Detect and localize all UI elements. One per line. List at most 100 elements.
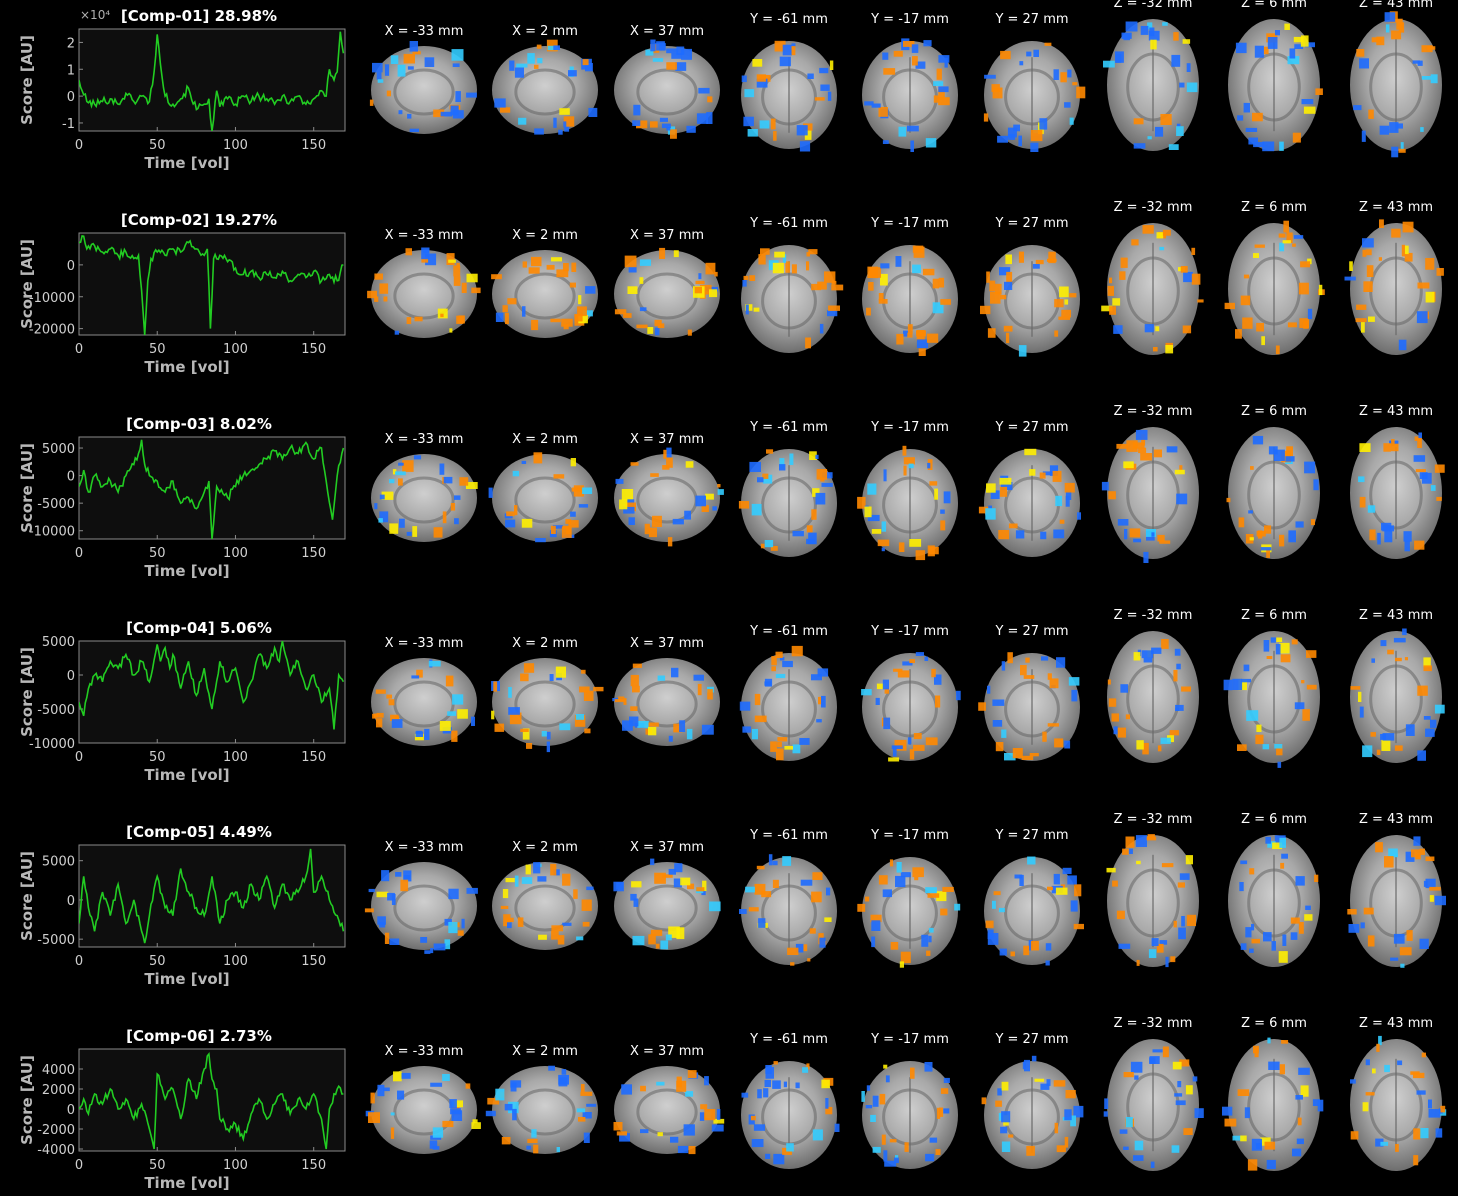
- activation-blob: [820, 477, 825, 482]
- activation-blob: [757, 1089, 762, 1099]
- activation-blob: [668, 868, 676, 875]
- activation-blob: [763, 1088, 769, 1098]
- activation-blob: [526, 1145, 532, 1150]
- activation-blob: [1007, 127, 1017, 138]
- activation-blob: [628, 265, 637, 273]
- activation-blob: [1142, 225, 1154, 234]
- y-axis-label: Score [AU]: [18, 443, 36, 533]
- activation-blob: [510, 1082, 517, 1092]
- y-tick-label: -10000: [29, 291, 75, 306]
- activation-blob: [1429, 886, 1441, 891]
- activation-blob: [1047, 723, 1059, 727]
- activation-blob: [439, 463, 445, 475]
- activation-blob: [1387, 649, 1394, 655]
- activation-blob: [883, 469, 887, 482]
- activation-blob: [936, 68, 942, 80]
- activation-blob: [1256, 724, 1262, 732]
- activation-blob: [1272, 842, 1283, 850]
- activation-blob: [671, 53, 682, 59]
- activation-blob: [656, 41, 665, 51]
- series-line: [79, 31, 345, 131]
- activation-blob: [553, 45, 560, 50]
- activation-blob: [553, 474, 565, 479]
- activation-blob: [557, 935, 565, 945]
- activation-blob: [925, 138, 937, 148]
- activation-blob: [512, 470, 520, 477]
- activation-blob: [1131, 239, 1139, 246]
- brain-slice: Y = -61 mm: [741, 1032, 840, 1169]
- activation-blob: [918, 348, 926, 356]
- activation-blob: [1423, 657, 1431, 668]
- activation-blob: [450, 503, 456, 511]
- activation-blob: [412, 526, 418, 537]
- activation-blob: [577, 306, 587, 317]
- brain-structure: [393, 476, 455, 524]
- slice-coordinate-label: Z = -32 mm: [1114, 200, 1193, 215]
- activation-blob: [1073, 1105, 1084, 1118]
- brain-slice: Z = 43 mm: [1350, 0, 1442, 158]
- activation-blob: [379, 283, 389, 294]
- activation-blob: [659, 247, 666, 259]
- x-tick-label: 150: [301, 546, 326, 561]
- activation-blob: [992, 900, 996, 909]
- activation-blob: [821, 1079, 830, 1089]
- activation-blob: [871, 936, 876, 948]
- activation-blob: [551, 930, 559, 940]
- activation-blob: [1175, 704, 1184, 711]
- activation-blob: [1267, 1037, 1271, 1044]
- activation-blob: [1419, 938, 1429, 949]
- activation-blob: [871, 920, 881, 931]
- brain-slice: Z = 6 mm: [1228, 0, 1323, 152]
- activation-blob: [938, 55, 950, 63]
- activation-blob: [864, 101, 874, 106]
- activation-blob: [922, 268, 935, 276]
- activation-blob: [521, 877, 533, 884]
- brain-anatomy: [492, 1066, 598, 1154]
- activation-blob: [806, 261, 810, 271]
- series-line: [79, 439, 345, 539]
- activation-blob: [1279, 534, 1285, 547]
- activation-blob: [1040, 1083, 1050, 1090]
- activation-blob: [1264, 1141, 1276, 1150]
- activation-blob: [1143, 551, 1149, 563]
- brain-slice: Z = -32 mm: [1103, 0, 1199, 151]
- activation-blob: [834, 1123, 840, 1132]
- activation-blob: [1279, 242, 1285, 252]
- activation-blob: [520, 728, 529, 732]
- activation-blob: [1359, 58, 1369, 69]
- activation-blob: [425, 253, 437, 266]
- activation-blob: [1029, 469, 1036, 476]
- activation-blob: [661, 123, 671, 129]
- activation-blob: [717, 484, 721, 488]
- activation-blob: [1305, 905, 1311, 910]
- activation-blob: [670, 1136, 679, 1143]
- activation-blob: [1007, 652, 1013, 664]
- activation-blob: [625, 502, 636, 512]
- brain-slice: Y = 27 mm: [983, 12, 1086, 152]
- activation-blob: [1047, 886, 1053, 891]
- activation-blob: [1370, 732, 1376, 737]
- activation-blob: [1284, 23, 1290, 30]
- brain-slice: Z = 43 mm: [1350, 1016, 1447, 1171]
- activation-blob: [857, 496, 866, 509]
- activation-blob: [1024, 448, 1037, 456]
- activation-blob: [1004, 753, 1016, 761]
- brain-anatomy: [371, 1066, 477, 1154]
- activation-blob: [409, 128, 419, 132]
- activation-blob: [1181, 916, 1185, 927]
- activation-blob: [571, 262, 577, 272]
- activation-blob: [1052, 470, 1062, 482]
- activation-blob: [508, 1101, 519, 1114]
- activation-blob: [1391, 146, 1399, 158]
- y-tick-label: -5000: [37, 497, 75, 512]
- activation-blob: [412, 51, 421, 55]
- activation-blob: [779, 56, 791, 67]
- activation-blob: [1166, 446, 1178, 453]
- activation-blob: [629, 716, 639, 727]
- activation-blob: [1245, 927, 1252, 938]
- activation-blob: [742, 726, 752, 733]
- activation-blob: [1395, 1144, 1399, 1152]
- activation-blob: [940, 1088, 949, 1094]
- activation-blob: [933, 95, 939, 103]
